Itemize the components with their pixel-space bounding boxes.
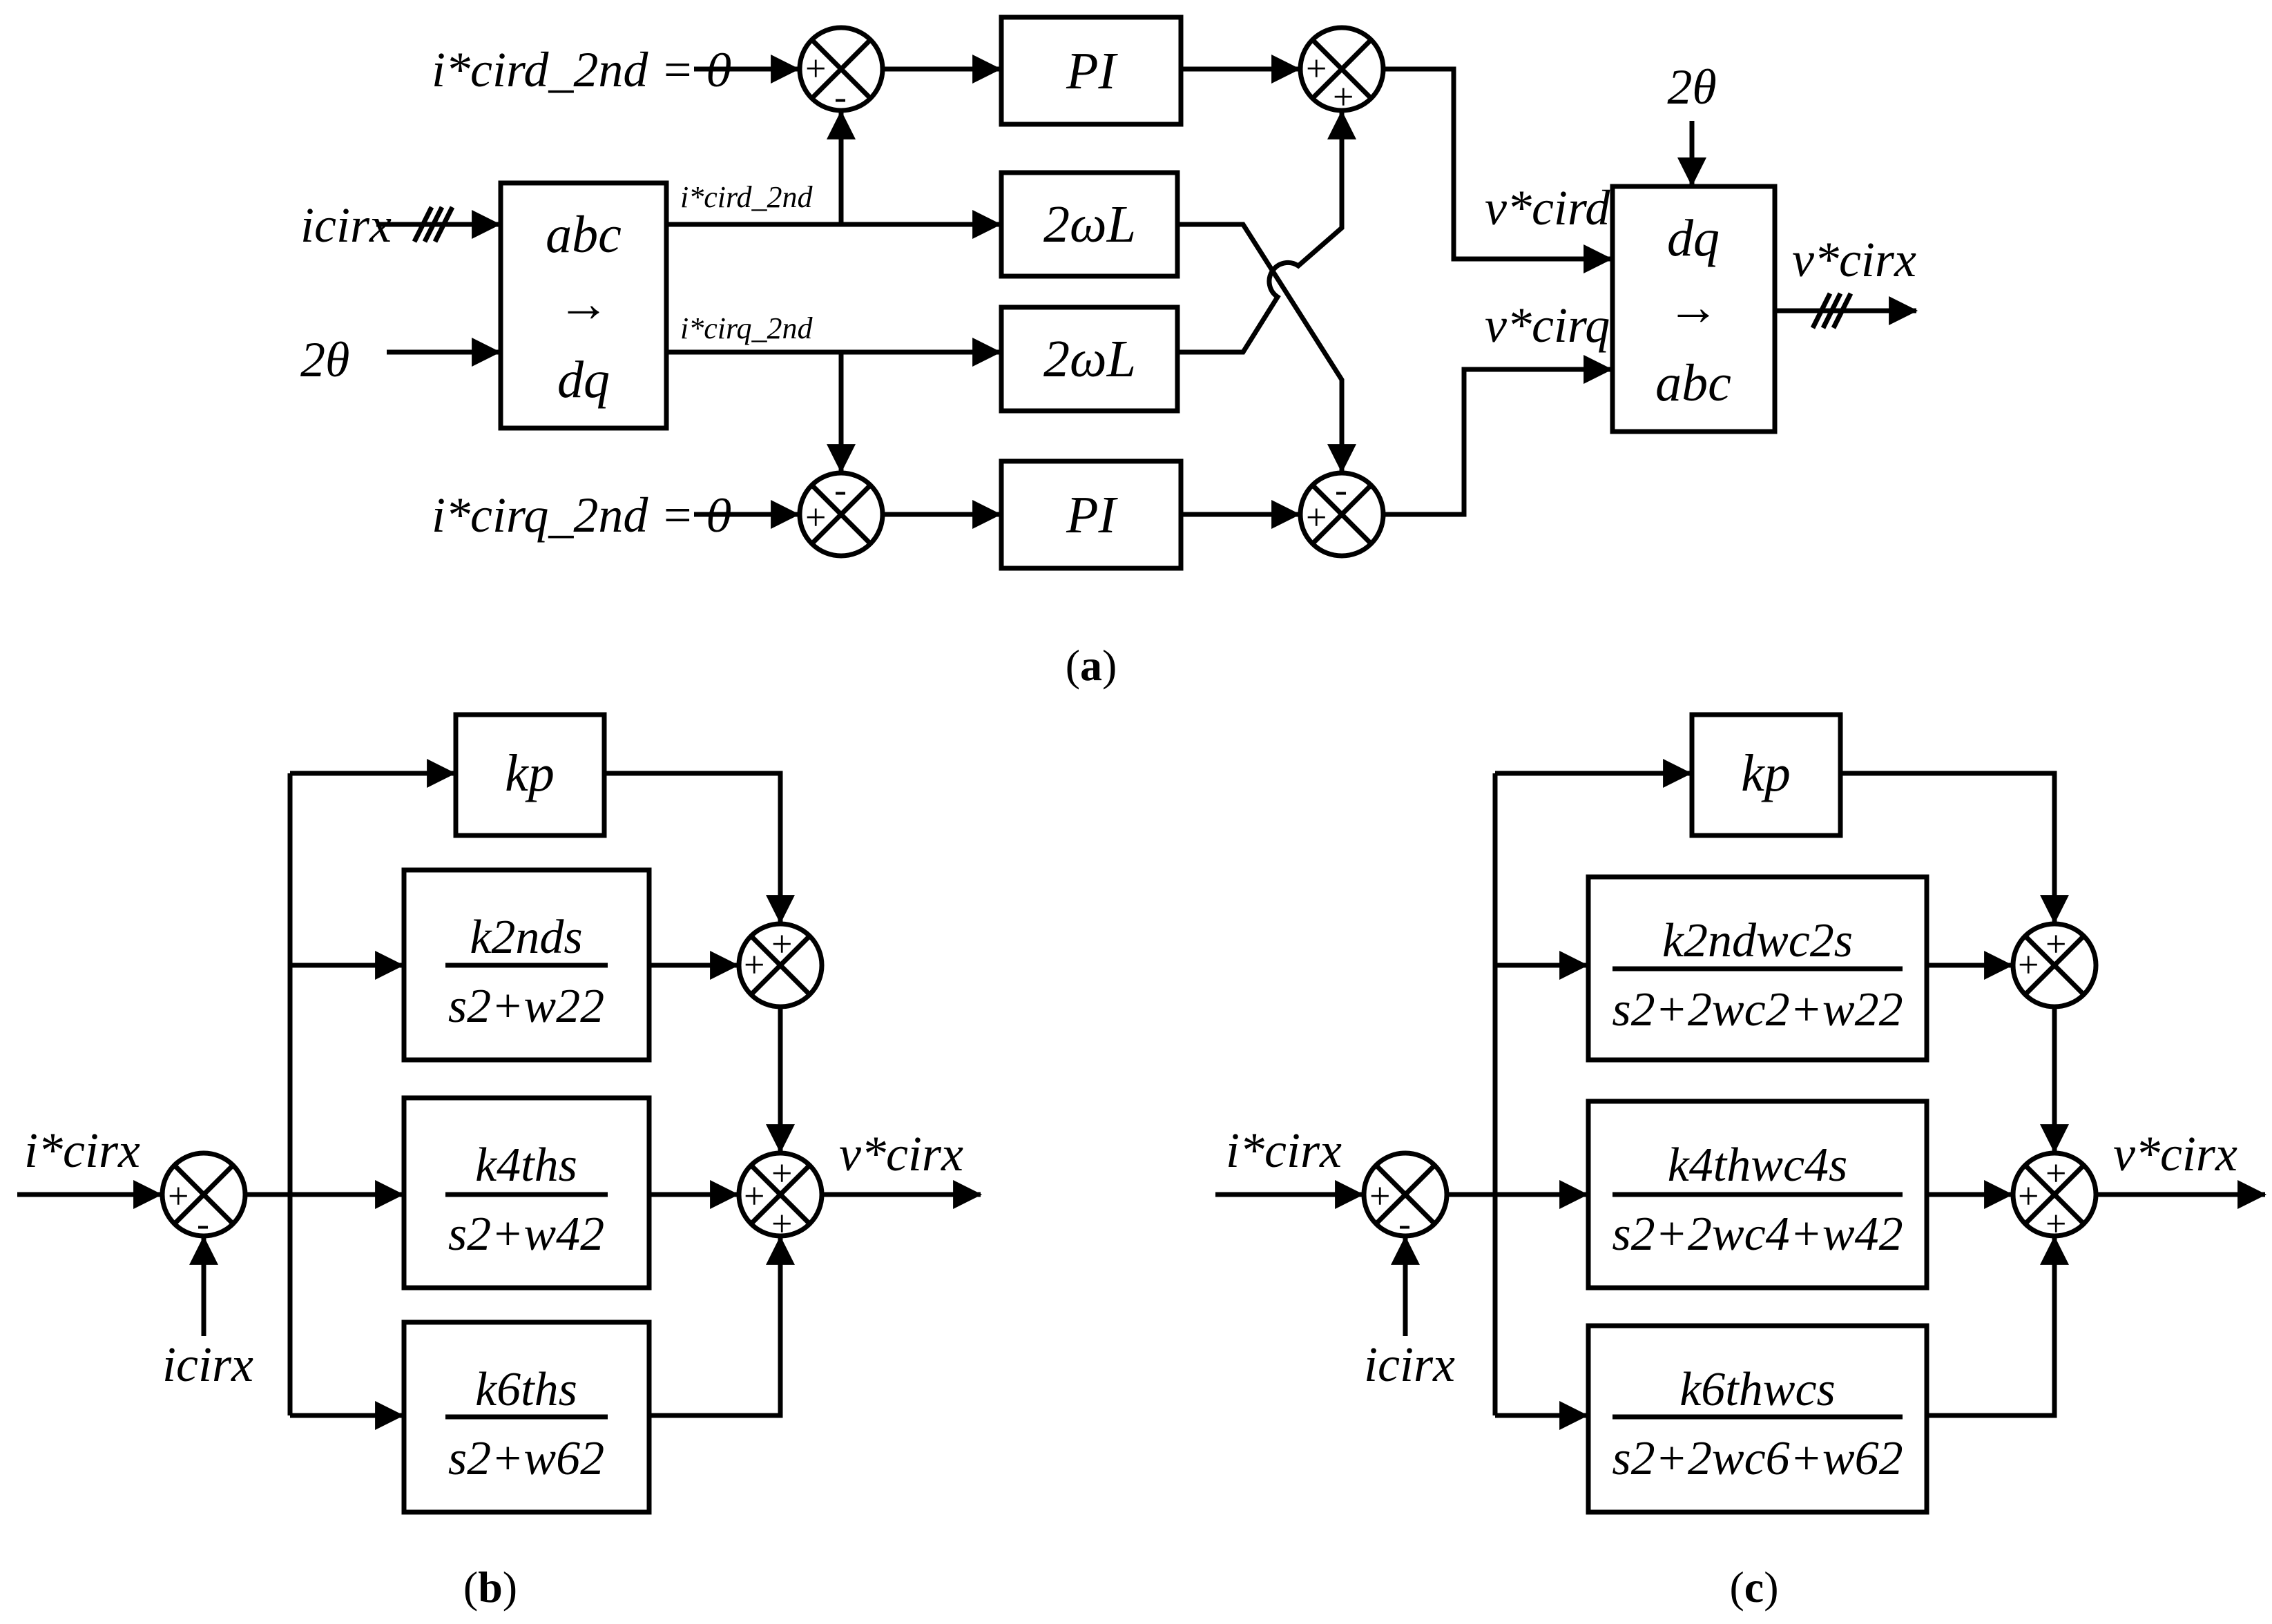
out-label: v*cirx [1792,232,1916,287]
c-r4-num: k4thwc4s [1668,1139,1848,1192]
wire-cross-bottom-to-d [1177,110,1356,355]
omega-l-block-bottom [999,304,1180,414]
bus-hash-2 [422,206,445,243]
dq-abc-l1: dq [1667,209,1720,267]
sig-q-label: i*cirq_2nd [680,311,813,345]
caption-c: (c) [1729,1563,1778,1612]
kp-block-c [1689,712,1843,838]
theta-input-label: 2θ [300,332,349,387]
c-r4-den: s2+2wc4+w42 [1612,1208,1903,1261]
c-r2-num: k2ndwc2s [1662,914,1853,967]
sign-sum3-left: + [1306,48,1327,89]
vq-label: v*cirq [1485,298,1610,353]
b-sign-err-left: + [168,1175,189,1217]
b-sign-s1-left: + [744,944,764,985]
bus-hash-out-3 [1831,292,1854,329]
c-sign-err-left: + [1369,1175,1390,1217]
wire-cross-top-to-q [1177,222,1356,474]
abc-dq-l2: → [557,275,610,333]
b-sign-err-bottom: - [197,1203,209,1244]
c-kp-label: kp [1741,744,1791,802]
c-r6-den: s2+2wc6+w62 [1612,1432,1903,1485]
icirx-input-label: icirx [300,197,392,253]
bus-hash-out-2 [1820,292,1843,329]
abc-dq-l3: dq [557,351,610,409]
dq-abc-l2: → [1667,278,1720,336]
b-r4-num: k4ths [475,1139,577,1192]
sign-sum1-bottom: - [834,76,847,117]
theta-top-label: 2θ [1667,59,1716,115]
c-ref-label: i*cirx [1226,1123,1342,1178]
b-sign-s1-top: + [771,923,792,965]
wire-vd [1385,66,1613,273]
sign-sum4-top: - [1335,469,1347,510]
b-kp-label: kp [505,744,555,802]
wire-b-kp-out [604,771,795,925]
b-out-label: v*cirx [839,1126,963,1181]
sign-sum2-left: + [805,496,826,538]
dq-abc-l3: abc [1655,354,1731,412]
abc-to-dq-block [498,180,669,431]
c-sign-s2-top: + [2045,1152,2066,1194]
b-sign-s2-top: + [771,1152,792,1194]
bus-hash-1 [412,206,434,243]
caption-b: (b) [463,1563,517,1612]
b-ref-label: i*cirx [24,1123,140,1178]
panel-c: i*cirx icirx kp k2ndwc2s s2+2wc2+w22 k4t… [1215,712,2267,1612]
b-r6-num: k6ths [475,1363,577,1416]
pi-block-q [999,458,1184,571]
sign-sum1-left: + [805,48,826,89]
c-sign-s2-left: + [2018,1175,2039,1217]
bus-hash-3 [432,206,455,243]
panel-a: i*cird_2nd = 0 i*cirq_2nd = 0 icirx 2θ a… [300,14,1918,690]
b-sign-s2-bottom: + [771,1203,792,1244]
c-sign-err-bottom: - [1398,1203,1411,1244]
pi-block-d [999,14,1184,127]
caption-a: (a) [1066,641,1117,690]
c-sign-s1-left: + [2018,944,2039,985]
b-r4-den: s2+w42 [448,1208,604,1261]
abc-dq-l1: abc [546,206,622,264]
wire-vq [1385,355,1613,517]
b-r2-num: k2nds [470,911,582,964]
b-r2-den: s2+w22 [448,980,604,1033]
sign-sum3-bottom: + [1333,76,1354,117]
bus-hash-out-1 [1810,292,1833,329]
sign-sum4-left: + [1306,496,1327,538]
pi-d-label: PI [1066,42,1118,100]
b-sign-s2-left: + [744,1175,764,1217]
wire-b-r6-out [649,1235,795,1418]
b-r6-den: s2+w62 [448,1432,604,1485]
c-sign-s1-top: + [2045,923,2066,965]
c-out-label: v*cirx [2113,1126,2237,1181]
ref-q-label: i*cirq_2nd = 0 [432,487,731,543]
wire-c-kp-out [1840,771,2069,925]
sign-sum2-top: - [834,469,847,510]
b-fb-label: icirx [162,1337,253,1392]
sig-d-label: i*cird_2nd [680,180,813,214]
dq-to-abc-block [1610,184,1778,434]
c-fb-label: icirx [1364,1337,1455,1392]
pi-q-label: PI [1066,486,1118,544]
panel-b: i*cirx icirx kp k2nds s2+w22 k4ths s2+w4… [17,712,983,1612]
c-r2-den: s2+2wc2+w22 [1612,983,1903,1036]
vd-label: v*cird [1485,180,1610,235]
wl-bottom-label: 2ωL [1043,330,1136,388]
c-sign-s2-bottom: + [2045,1203,2066,1244]
omega-l-block-top [999,170,1180,279]
wl-top-label: 2ωL [1043,195,1136,253]
ref-d-label: i*cird_2nd = 0 [432,42,731,97]
c-r6-num: k6thwcs [1679,1363,1836,1416]
wire-c-r6-out [1927,1235,2069,1418]
